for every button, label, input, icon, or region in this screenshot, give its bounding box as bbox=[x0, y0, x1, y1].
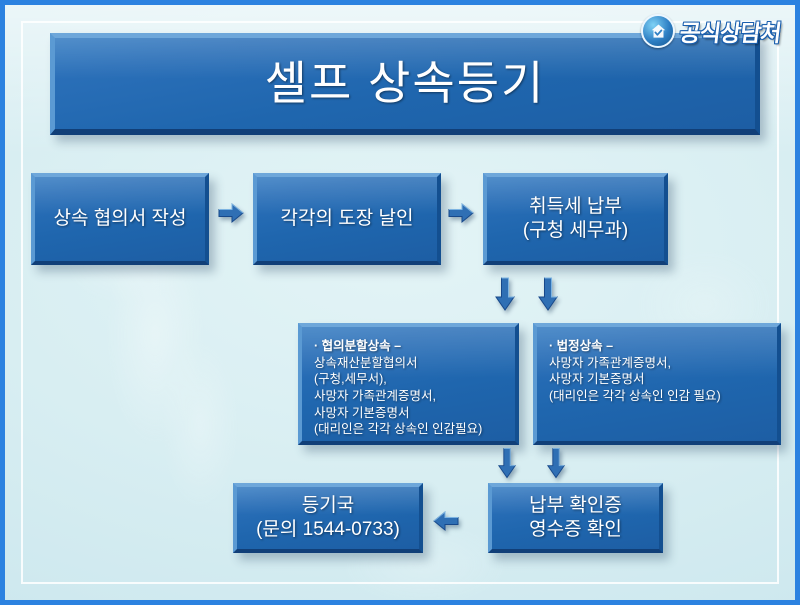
step-box-registry[interactable]: 등기국 (문의 1544-0733) bbox=[233, 483, 423, 553]
brand-logo-text: 공식상담처 bbox=[678, 20, 783, 46]
detail-box-legal-heading: · 법정상속 – bbox=[549, 339, 614, 353]
arrow-down-icon bbox=[546, 447, 566, 479]
page-title: 셀프 상속등기 bbox=[50, 33, 760, 135]
step-box-receipt[interactable]: 납부 확인증 영수증 확인 bbox=[488, 483, 663, 553]
arrow-left-icon bbox=[433, 510, 459, 532]
arrow-down-icon bbox=[494, 277, 516, 311]
step-box-receipt-label: 납부 확인증 영수증 확인 bbox=[529, 494, 622, 540]
detail-box-consult-text: · 협의분할상속 – 상속재산분할협의서 (구청,세무서), 사망자 가족관계증… bbox=[314, 338, 482, 438]
arrow-right-icon bbox=[218, 202, 244, 224]
step-box-tax-label: 취득세 납부 (구청 세무과) bbox=[522, 195, 629, 241]
detail-box-legal[interactable]: · 법정상속 – 사망자 가족관계증명서, 사망자 기본증명서 (대리인은 각각… bbox=[533, 323, 781, 445]
detail-box-consult-heading: · 협의분할상속 – bbox=[314, 339, 402, 353]
detail-box-legal-text: · 법정상속 – 사망자 가족관계증명서, 사망자 기본증명서 (대리인은 각각… bbox=[549, 338, 721, 405]
detail-box-consult[interactable]: · 협의분할상속 – 상속재산분할협의서 (구청,세무서), 사망자 가족관계증… bbox=[298, 323, 519, 445]
detail-box-legal-body: 사망자 가족관계증명서, 사망자 기본증명서 (대리인은 각각 상속인 인감 필… bbox=[549, 355, 721, 403]
house-check-circle-icon bbox=[641, 14, 676, 48]
detail-box-consult-body: 상속재산분할협의서 (구청,세무서), 사망자 가족관계증명서, 사망자 기본증… bbox=[314, 355, 483, 437]
arrow-down-icon bbox=[497, 447, 517, 479]
step-box-seal-label: 각각의 도장 날인 bbox=[280, 207, 414, 229]
step-box-seal[interactable]: 각각의 도장 날인 bbox=[253, 173, 441, 265]
slide-canvas: 공식상담처 셀프 상속등기 상속 협의서 작성 각각의 도장 날인 취득세 납부… bbox=[5, 5, 795, 600]
brand-logo[interactable]: 공식상담처 bbox=[641, 11, 783, 51]
step-box-tax[interactable]: 취득세 납부 (구청 세무과) bbox=[483, 173, 668, 265]
arrow-down-icon bbox=[537, 277, 559, 311]
page-title-text: 셀프 상속등기 bbox=[264, 57, 546, 110]
step-box-agreement-label: 상속 협의서 작성 bbox=[53, 207, 187, 229]
step-box-agreement[interactable]: 상속 협의서 작성 bbox=[31, 173, 209, 265]
step-box-registry-label: 등기국 (문의 1544-0733) bbox=[256, 494, 400, 540]
arrow-right-icon bbox=[448, 202, 474, 224]
